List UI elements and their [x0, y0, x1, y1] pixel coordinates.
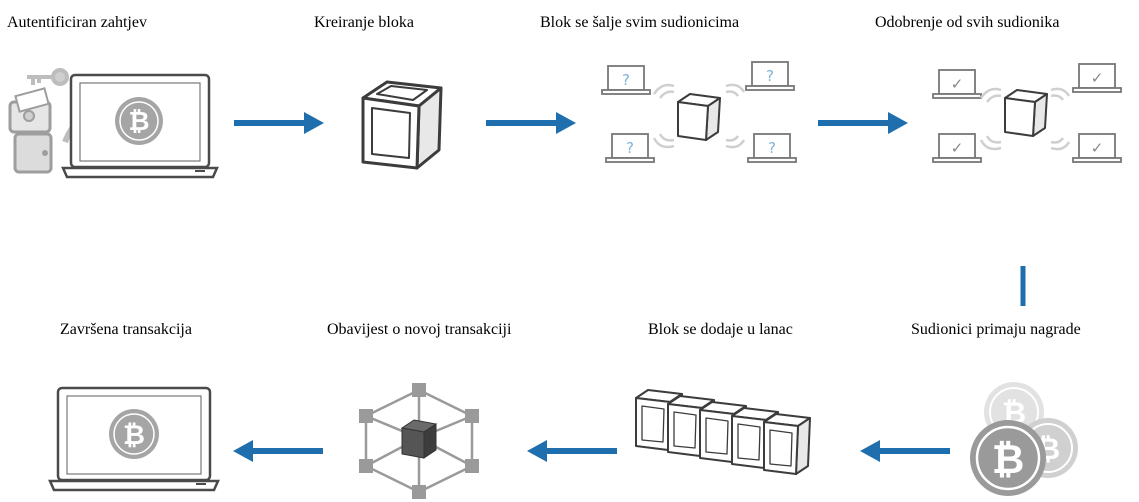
bitcoin-symbol: ₿ [992, 437, 1025, 483]
step-label-block-sent: Blok se šalje svim sudionicima [540, 14, 740, 31]
bitcoin-icon: ₿ [115, 97, 163, 145]
authenticated-request-icon: ₿ [8, 68, 219, 179]
block-creation-icon [361, 80, 443, 170]
cube-icon [1004, 89, 1048, 137]
question-mark: ? [768, 139, 776, 157]
step-label-authenticated-request: Autentificiran zahtjev [7, 14, 147, 31]
wallet-icon [8, 87, 53, 174]
laptop-check-icon: ✓ [932, 133, 982, 163]
flow-arrow-2 [486, 112, 576, 134]
rewards-icon: ₿ ₿ ₿ [970, 382, 1078, 496]
signal-waves-icon [979, 87, 1071, 151]
flow-arrow-6 [233, 440, 323, 462]
laptop-question-icon: ? [747, 133, 797, 163]
flow-arrow-5 [527, 440, 617, 462]
laptop-check-icon: ✓ [932, 69, 982, 99]
check-mark: ✓ [1091, 139, 1104, 157]
flow-arrow-1 [234, 112, 324, 134]
laptop-question-icon: ? [601, 65, 651, 95]
completed-transaction-icon: ₿ [48, 386, 220, 492]
bitcoin-symbol: ₿ [123, 420, 145, 451]
check-mark: ✓ [951, 139, 964, 157]
flow-arrow-4 [860, 440, 950, 462]
question-mark: ? [766, 67, 774, 85]
block-sent-icon: ? ? ? ? [601, 61, 797, 163]
step-label-approval: Odobrenje od svih sudionika [875, 14, 1060, 31]
chain-block-icon [763, 413, 811, 475]
question-mark: ? [622, 71, 630, 89]
key-icon [27, 68, 69, 86]
step-label-block-creation: Kreiranje bloka [314, 14, 414, 31]
signal-waves-icon [652, 83, 746, 149]
check-mark: ✓ [951, 75, 964, 93]
laptop-question-icon: ? [605, 133, 655, 163]
check-mark: ✓ [1091, 69, 1104, 87]
laptop-check-icon: ✓ [1072, 63, 1122, 93]
laptop-question-icon: ? [745, 61, 795, 91]
step-label-completed: Završena transakcija [60, 321, 192, 338]
flow-arrow-3 [818, 112, 908, 134]
step-label-notification: Obavijest o novoj transakciji [327, 321, 512, 338]
step-label-rewards: Sudionici primaju nagrade [911, 321, 1081, 338]
bitcoin-coin-icon: ₿ [970, 420, 1046, 496]
flow-arrow-down [1020, 266, 1026, 306]
approval-icon: ✓ ✓ ✓ ✓ [932, 63, 1122, 163]
cube-icon [361, 80, 443, 170]
laptop-check-icon: ✓ [1072, 133, 1122, 163]
central-cube-icon [400, 419, 438, 459]
bitcoin-symbol: ₿ [128, 107, 149, 137]
network-notification-icon [359, 383, 479, 499]
cube-icon [677, 93, 721, 141]
node-cube-icon [359, 383, 479, 499]
bitcoin-icon: ₿ [109, 409, 159, 459]
question-mark: ? [626, 139, 634, 157]
blockchain-icon [635, 389, 811, 475]
step-label-added-to-chain: Blok se dodaje u lanac [648, 321, 793, 338]
